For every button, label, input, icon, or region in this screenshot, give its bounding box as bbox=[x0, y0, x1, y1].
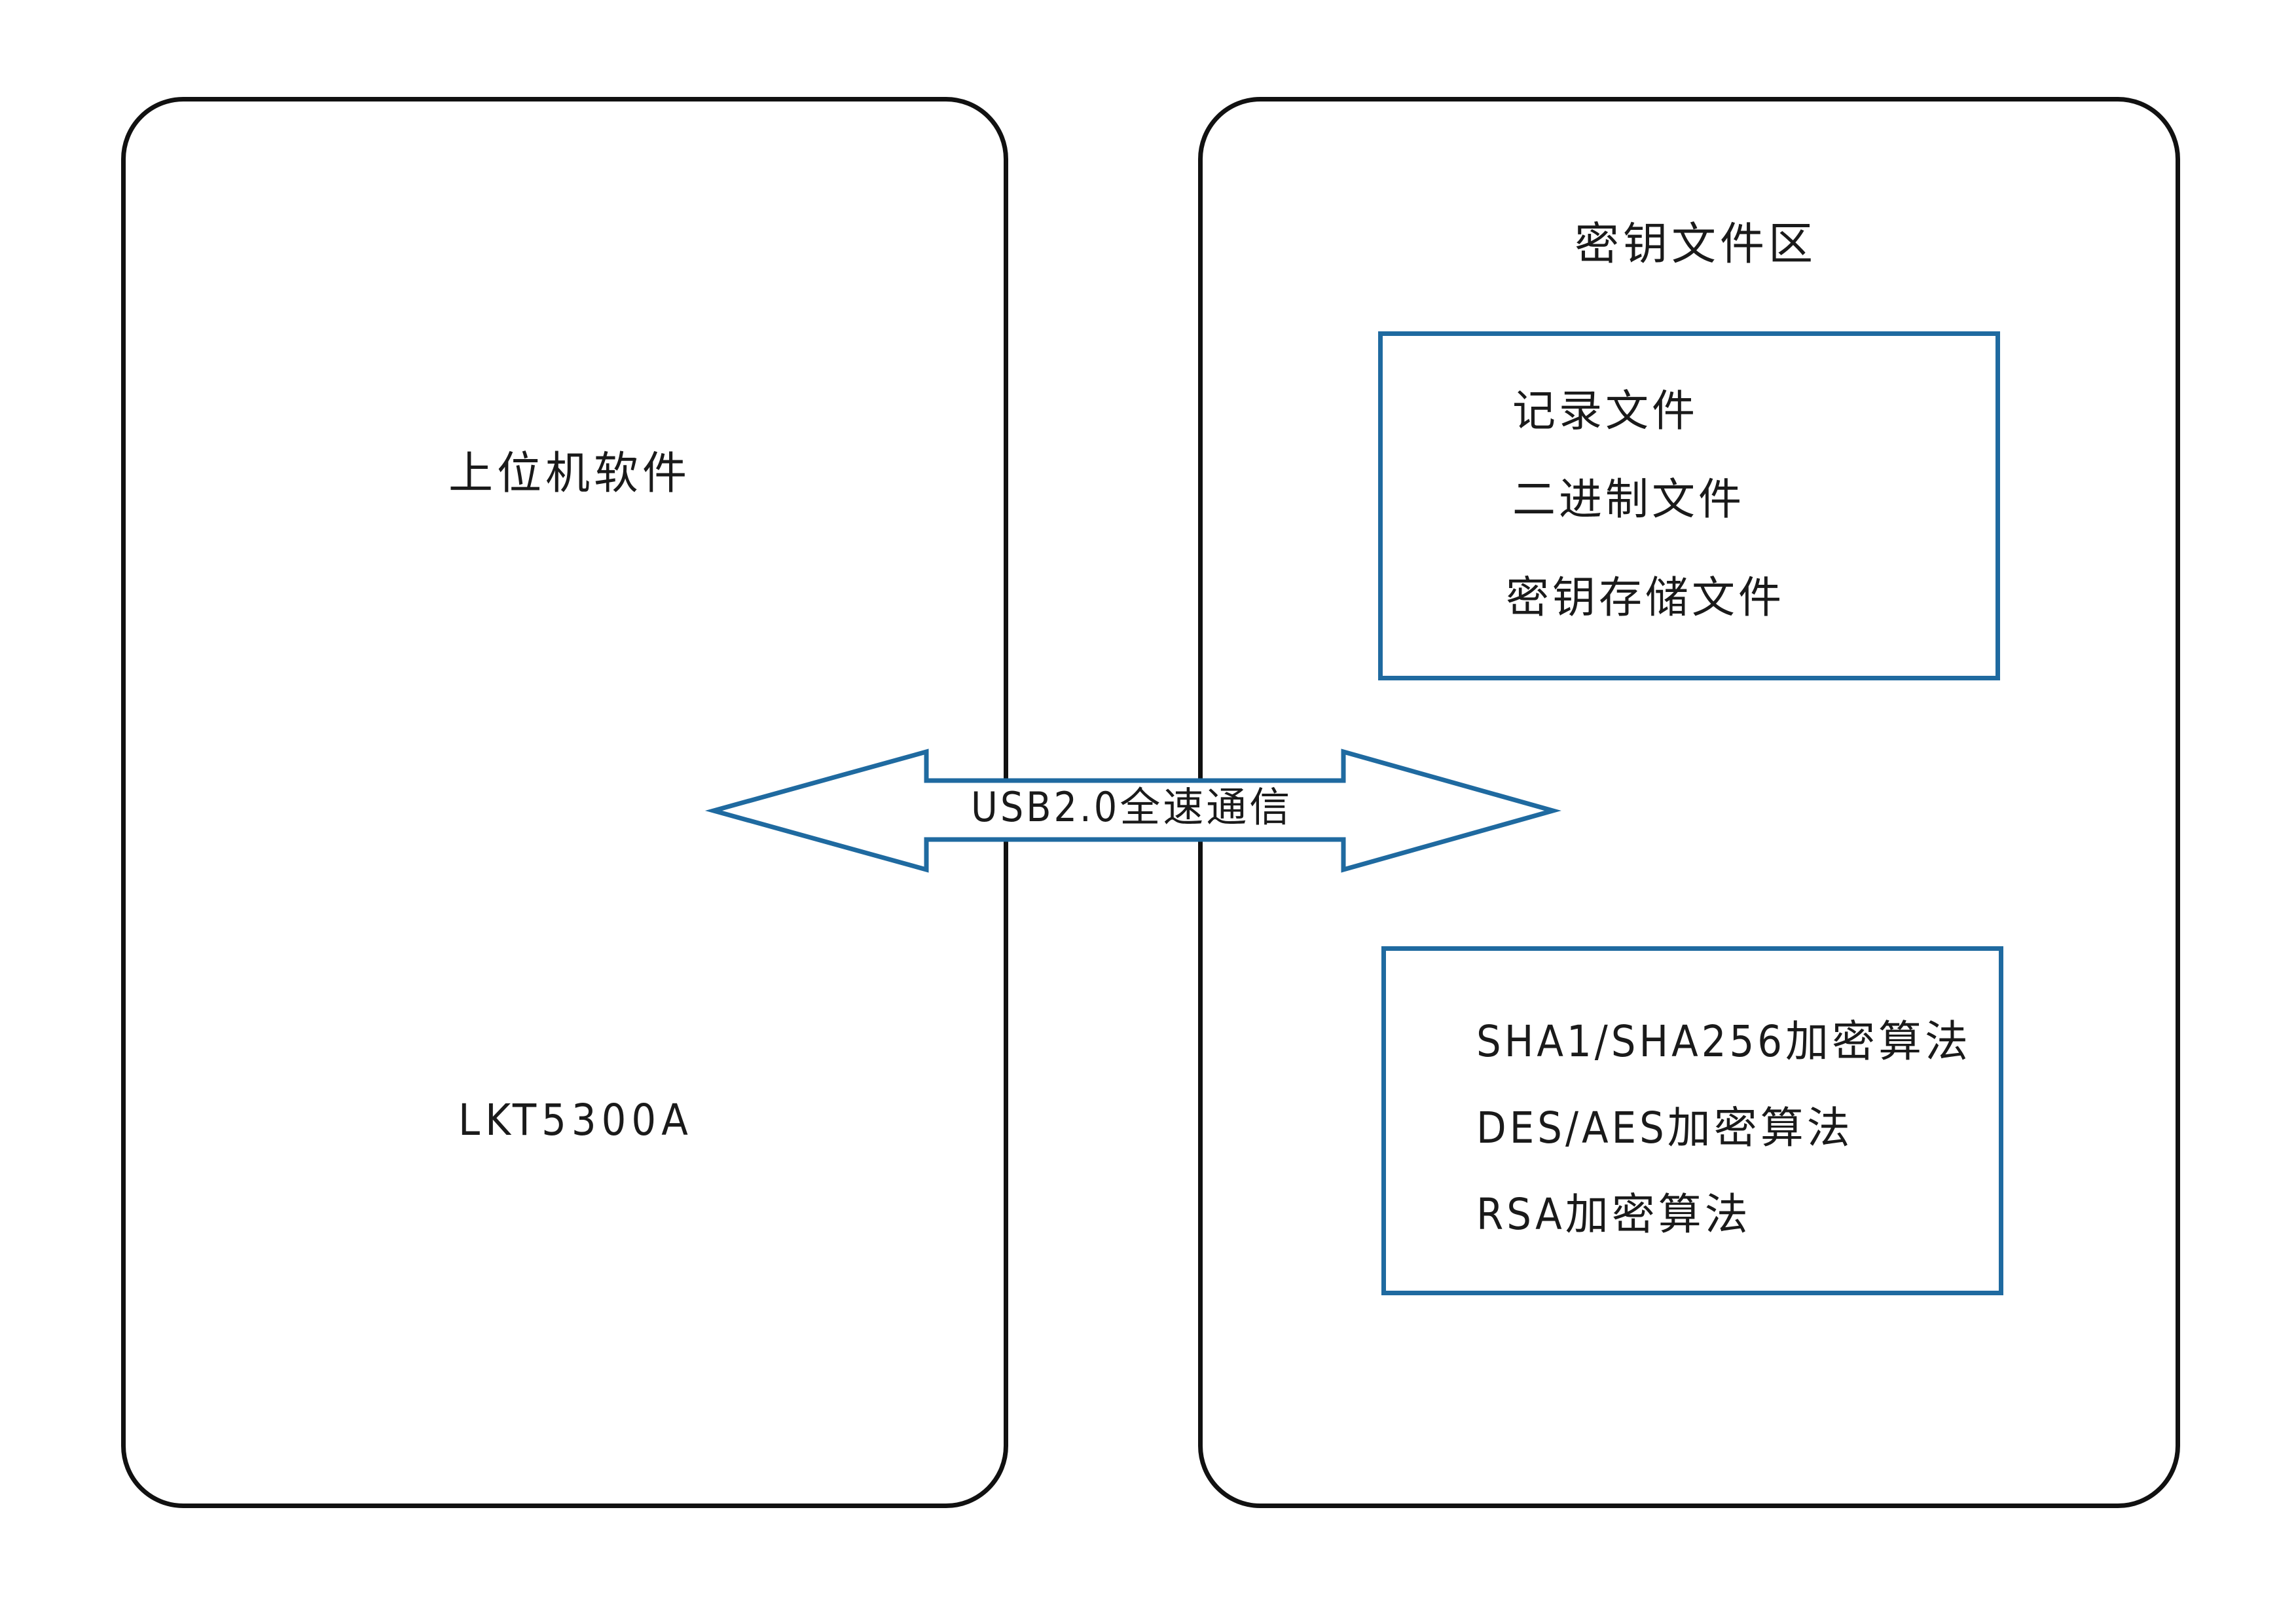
host-software-title: 上位机软件 bbox=[448, 448, 691, 500]
algorithm-item-rsa: RSA加密算法 bbox=[1476, 1189, 1751, 1240]
file-list-box bbox=[1378, 331, 2000, 680]
chip-model-label: LKT5300A bbox=[458, 1095, 693, 1145]
usb-link-label: USB2.0全速通信 bbox=[971, 783, 1293, 831]
key-file-area-title: 密钥文件区 bbox=[1575, 219, 1817, 270]
host-software-panel bbox=[121, 97, 1008, 1508]
algorithm-list-box bbox=[1381, 946, 2003, 1295]
algorithm-item-des-aes: DES/AES加密算法 bbox=[1476, 1103, 1853, 1153]
device-panel bbox=[1198, 97, 2180, 1508]
file-item-record: 记录文件 bbox=[1512, 386, 1698, 436]
file-item-key-storage: 密钥存储文件 bbox=[1506, 572, 1785, 623]
algorithm-item-sha: SHA1/SHA256加密算法 bbox=[1476, 1016, 1972, 1067]
file-item-binary: 二进制文件 bbox=[1512, 474, 1745, 525]
